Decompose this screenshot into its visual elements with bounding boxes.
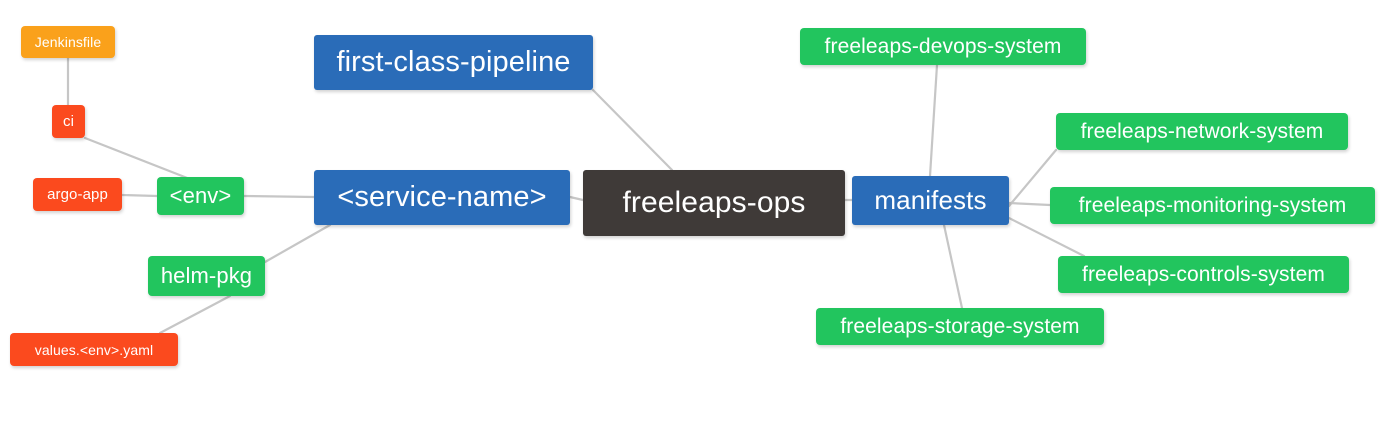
node-label: freeleaps-devops-system	[824, 34, 1062, 58]
node-label: freeleaps-monitoring-system	[1078, 193, 1347, 217]
node-values-env-yaml[interactable]: values.<env>.yaml	[10, 333, 178, 366]
edge-manifests-to-freeleaps-monitoring-system	[1007, 201, 1052, 207]
node-jenkinsfile[interactable]: Jenkinsfile	[21, 26, 115, 58]
node-freeleaps-storage-system[interactable]: freeleaps-storage-system	[816, 308, 1104, 345]
node-label: freeleaps-controls-system	[1082, 262, 1325, 286]
node-label: helm-pkg	[160, 263, 253, 288]
node-label: <service-name>	[337, 181, 547, 213]
node-label: freeleaps-network-system	[1080, 119, 1324, 143]
node-service-name[interactable]: <service-name>	[314, 170, 570, 225]
node-label: argo-app	[47, 186, 108, 203]
node-label: <env>	[169, 183, 232, 208]
edge-manifests-to-freeleaps-network-system	[1007, 148, 1058, 208]
edge-env-to-service-name	[242, 194, 316, 199]
node-freeleaps-ops[interactable]: freeleaps-ops	[583, 170, 845, 236]
edge-values-env-yaml-to-helm-pkg	[158, 294, 232, 335]
edge-argo-app-to-env	[120, 193, 159, 198]
node-ci[interactable]: ci	[52, 105, 85, 138]
node-env[interactable]: <env>	[157, 177, 244, 215]
node-freeleaps-network-system[interactable]: freeleaps-network-system	[1056, 113, 1348, 150]
node-label: Jenkinsfile	[34, 34, 102, 50]
edge-manifests-to-freeleaps-storage-system	[942, 223, 964, 310]
edge-first-class-pipeline-to-freeleaps-ops	[591, 88, 674, 172]
node-label: values.<env>.yaml	[34, 341, 154, 358]
node-first-class-pipeline[interactable]: first-class-pipeline	[314, 35, 593, 90]
node-argo-app[interactable]: argo-app	[33, 178, 122, 211]
node-freeleaps-devops-system[interactable]: freeleaps-devops-system	[800, 28, 1086, 65]
node-helm-pkg[interactable]: helm-pkg	[148, 256, 265, 296]
edge-service-name-to-freeleaps-ops	[568, 195, 585, 202]
node-manifests[interactable]: manifests	[852, 176, 1009, 225]
node-freeleaps-controls-system[interactable]: freeleaps-controls-system	[1058, 256, 1349, 293]
edge-helm-pkg-to-service-name	[263, 223, 332, 264]
node-label: manifests	[874, 185, 987, 215]
node-label: freeleaps-storage-system	[840, 314, 1080, 338]
node-label: freeleaps-ops	[622, 186, 806, 219]
edge-manifests-to-freeleaps-devops-system	[928, 63, 939, 178]
node-freeleaps-monitoring-system[interactable]: freeleaps-monitoring-system	[1050, 187, 1375, 224]
node-label: first-class-pipeline	[336, 46, 571, 78]
node-label: ci	[62, 113, 75, 130]
